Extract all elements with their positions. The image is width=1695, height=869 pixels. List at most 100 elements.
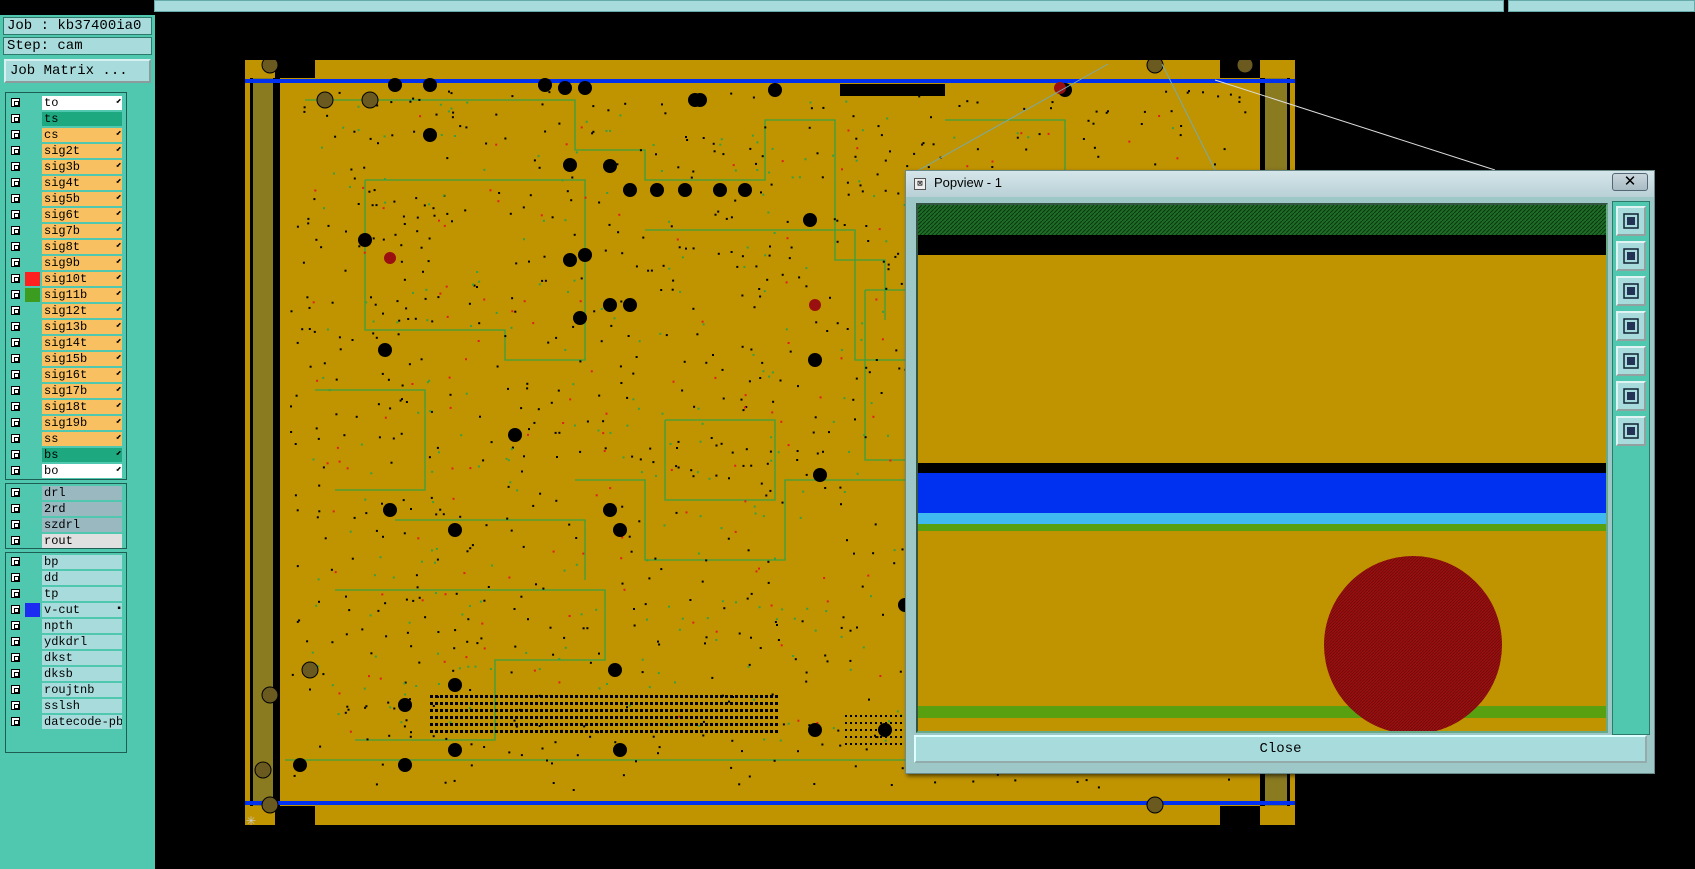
layer-name[interactable]: szdrl [42,518,122,532]
layer-checkbox[interactable] [11,685,20,694]
layer-checkbox[interactable] [11,701,20,710]
layer-name[interactable]: datecode-pbe [42,715,122,729]
layer-row[interactable]: sig18t⬋ [6,399,126,415]
layer-name[interactable]: tp [42,587,122,601]
layer-checkbox[interactable] [11,338,20,347]
layer-name[interactable]: to⬋ [42,96,122,110]
layer-row[interactable]: ydkdrl [6,634,126,650]
layer-row[interactable]: to⬋ [6,95,126,111]
layer-row[interactable]: ss⬋ [6,431,126,447]
layer-name[interactable]: ss⬋ [42,432,122,446]
zoom-out-icon[interactable] [1616,416,1646,446]
layer-name[interactable]: sig15b⬋ [42,352,122,366]
layer-name[interactable]: sig19b⬋ [42,416,122,430]
layer-row[interactable]: bp [6,554,126,570]
layer-row[interactable]: sig7b⬋ [6,223,126,239]
layer-row[interactable]: sig3b⬋ [6,159,126,175]
layer-name[interactable]: sig18t⬋ [42,400,122,414]
layer-checkbox[interactable] [11,226,20,235]
layer-name[interactable]: sig14t⬋ [42,336,122,350]
layer-checkbox[interactable] [11,210,20,219]
layer-name[interactable]: 2rd [42,502,122,516]
layer-name[interactable]: ydkdrl [42,635,122,649]
layer-name[interactable]: dd [42,571,122,585]
close-button[interactable]: Close [914,735,1647,763]
layer-name[interactable]: sig3b⬋ [42,160,122,174]
zoom-left-icon[interactable] [1616,311,1646,341]
layer-row[interactable]: bs⬋ [6,447,126,463]
layer-name[interactable]: rout [42,534,122,548]
layer-color-swatch[interactable] [25,272,40,286]
layer-checkbox[interactable] [11,146,20,155]
layer-row[interactable]: sig15b⬋ [6,351,126,367]
layer-name[interactable]: dksb [42,667,122,681]
layer-checkbox[interactable] [11,354,20,363]
layer-row[interactable]: sig12t⬋ [6,303,126,319]
layer-row[interactable]: sig19b⬋ [6,415,126,431]
layer-color-swatch[interactable] [25,603,40,617]
layer-checkbox[interactable] [11,418,20,427]
layer-checkbox[interactable] [11,573,20,582]
layer-checkbox[interactable] [11,178,20,187]
layer-checkbox[interactable] [11,322,20,331]
close-icon[interactable]: ✕ [1612,173,1648,191]
layer-row[interactable]: datecode-pbe [6,714,126,730]
layer-checkbox[interactable] [11,653,20,662]
layer-checkbox[interactable] [11,520,20,529]
layer-checkbox[interactable] [11,98,20,107]
layer-name[interactable]: ts [42,112,122,126]
layer-name[interactable]: sig6t⬋ [42,208,122,222]
layer-name[interactable]: sig4t⬋ [42,176,122,190]
layer-row[interactable]: ts [6,111,126,127]
layer-checkbox[interactable] [11,589,20,598]
popview-zoom-view[interactable] [916,203,1608,733]
job-matrix-button[interactable]: Job Matrix ... [4,59,151,83]
layer-name[interactable]: sig12t⬋ [42,304,122,318]
layer-row[interactable]: dkst [6,650,126,666]
layer-name[interactable]: roujtnb [42,683,122,697]
layer-checkbox[interactable] [11,434,20,443]
layer-color-swatch[interactable] [25,288,40,302]
layer-row[interactable]: sig9b⬋ [6,255,126,271]
layer-name[interactable]: sig9b⬋ [42,256,122,270]
layer-checkbox[interactable] [11,290,20,299]
layer-row[interactable]: bo⬋ [6,463,126,479]
layer-name[interactable]: sig16t⬋ [42,368,122,382]
layer-checkbox[interactable] [11,114,20,123]
layer-name[interactable]: sig13b⬋ [42,320,122,334]
layer-checkbox[interactable] [11,274,20,283]
layer-checkbox[interactable] [11,386,20,395]
layer-row[interactable]: npth [6,618,126,634]
layer-name[interactable]: cs⬋ [42,128,122,142]
zoom-bottom-icon[interactable] [1616,276,1646,306]
zoom-top-icon[interactable] [1616,241,1646,271]
layer-name[interactable]: bs⬋ [42,448,122,462]
layer-checkbox[interactable] [11,242,20,251]
layer-row[interactable]: dksb [6,666,126,682]
layer-row[interactable]: v-cut▪ [6,602,126,618]
layer-checkbox[interactable] [11,306,20,315]
layer-row[interactable]: sig6t⬋ [6,207,126,223]
layer-checkbox[interactable] [11,258,20,267]
zoom-right-icon[interactable] [1616,346,1646,376]
layer-checkbox[interactable] [11,162,20,171]
layer-checkbox[interactable] [11,450,20,459]
layer-name[interactable]: dkst [42,651,122,665]
layer-checkbox[interactable] [11,717,20,726]
layer-checkbox[interactable] [11,194,20,203]
layer-name[interactable]: sig17b⬋ [42,384,122,398]
layer-name[interactable]: sig11b⬋ [42,288,122,302]
layer-row[interactable]: sig13b⬋ [6,319,126,335]
layer-checkbox[interactable] [11,557,20,566]
layer-row[interactable]: cs⬋ [6,127,126,143]
layer-checkbox[interactable] [11,488,20,497]
layer-row[interactable]: rout [6,533,126,549]
layer-row[interactable]: sig11b⬋ [6,287,126,303]
layer-checkbox[interactable] [11,536,20,545]
layer-name[interactable]: bp [42,555,122,569]
layer-checkbox[interactable] [11,466,20,475]
layer-name[interactable]: sig7b⬋ [42,224,122,238]
layer-row[interactable]: sig10t⬋ [6,271,126,287]
layer-name[interactable]: sslsh [42,699,122,713]
layer-checkbox[interactable] [11,669,20,678]
